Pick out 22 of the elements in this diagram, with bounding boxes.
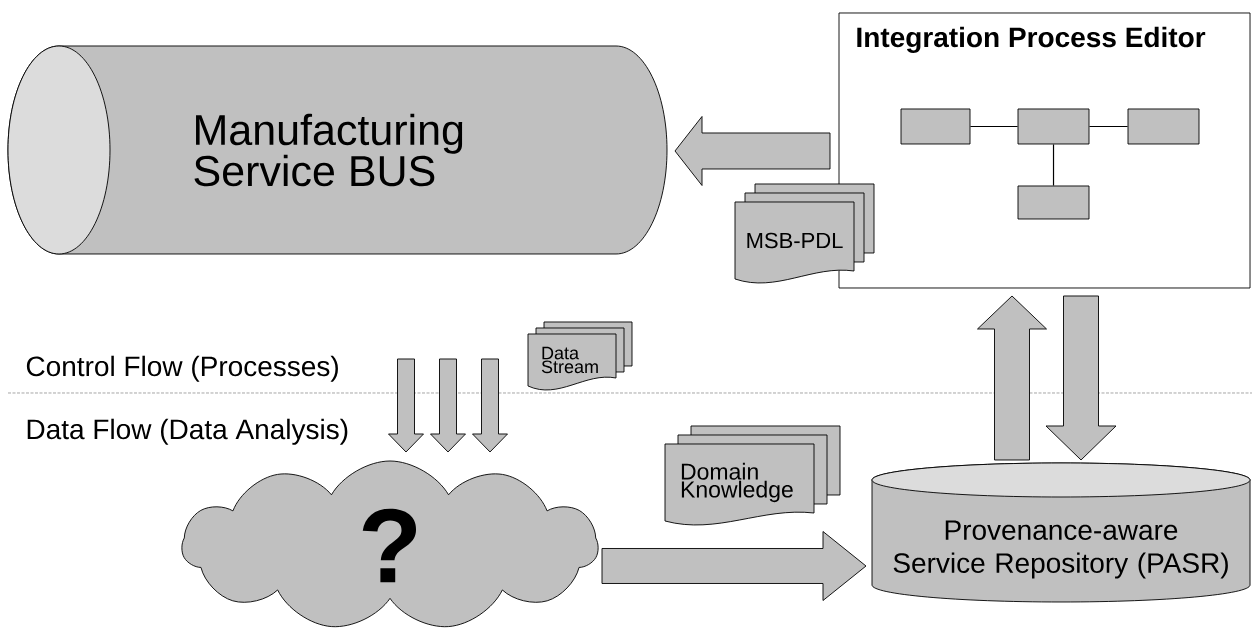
connector-line: [969, 125, 1019, 128]
block-arrow: [388, 358, 424, 453]
block-arrow: [674, 116, 831, 186]
process-box: [1017, 185, 1090, 220]
block-arrow: [977, 295, 1047, 461]
cloud: ?: [181, 460, 599, 628]
block-arrow: [601, 531, 867, 601]
block-arrow: [1045, 295, 1117, 461]
block-arrow: [472, 358, 508, 453]
connector-line: [1088, 125, 1129, 128]
process-box: [900, 108, 971, 145]
block-arrow: [430, 358, 466, 453]
process-box: [1017, 108, 1090, 145]
flow-label: Data Flow (Data Analysis): [27, 418, 348, 445]
connector-line: [1052, 143, 1055, 187]
document-stack: Domain Knowledge: [664, 425, 841, 526]
document-stack: Data Stream: [527, 321, 633, 391]
flow-label: Control Flow (Processes): [26, 355, 338, 382]
document-stack: MSB-PDL: [734, 183, 875, 284]
process-box: [1127, 108, 1200, 145]
database-cylinder: Provenance-aware Service Repository (PASR): [871, 462, 1251, 603]
cylinder: Manufacturing Service BUS: [7, 45, 668, 255]
